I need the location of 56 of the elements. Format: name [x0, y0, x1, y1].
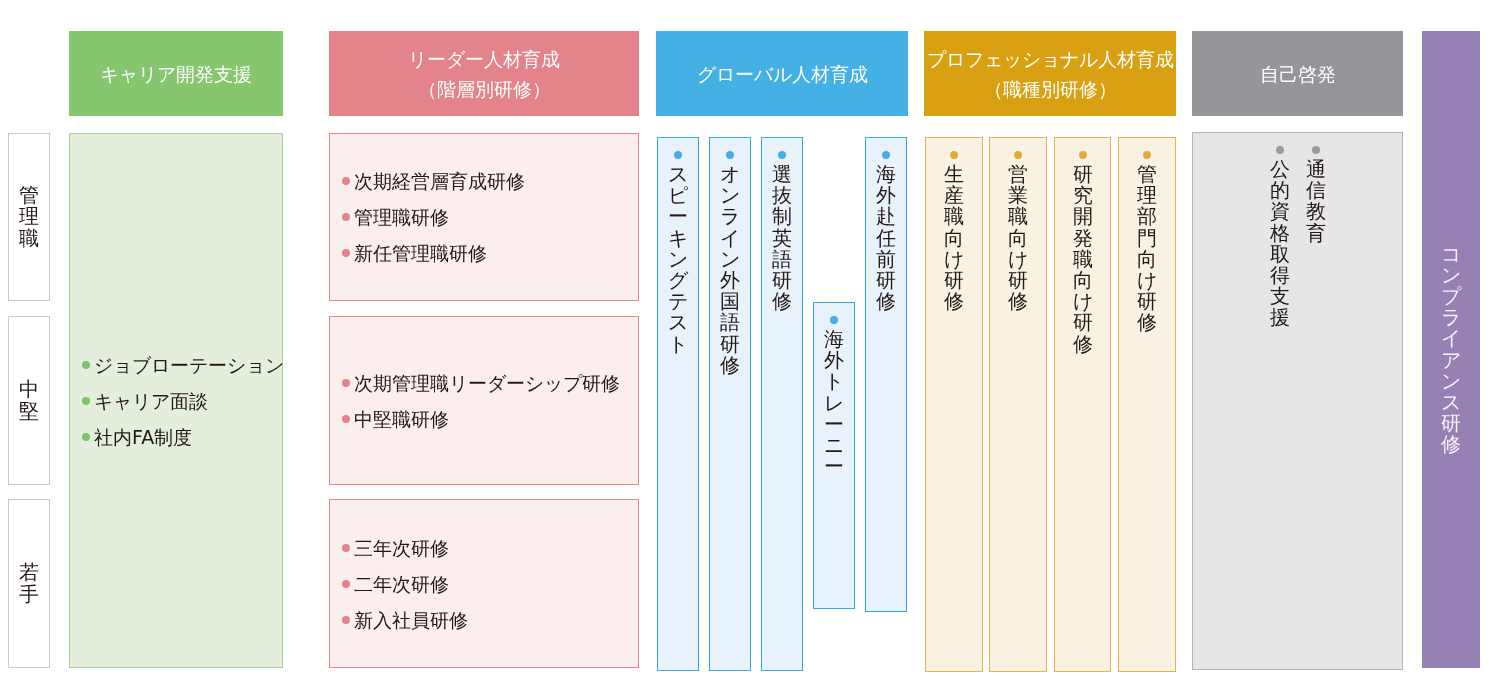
training-item: 次期管理職リーダーシップ研修	[354, 370, 620, 396]
training-item: 二年次研修	[354, 571, 449, 597]
training-column	[989, 137, 1047, 672]
training-item: キャリア面談	[94, 388, 208, 414]
header-title: グローバル人材育成	[696, 61, 868, 87]
training-column	[813, 302, 855, 609]
training-item: 新入社員研修	[354, 607, 468, 633]
category-header	[656, 31, 908, 116]
training-column	[657, 137, 699, 671]
training-item: 公的資格取得支援	[1269, 159, 1290, 329]
training-box	[69, 133, 283, 668]
training-item: 通信教育	[1305, 159, 1326, 244]
category-header	[329, 31, 639, 116]
category-header	[924, 31, 1176, 116]
training-item: スピーキングテスト	[668, 164, 688, 355]
training-column	[1054, 137, 1111, 672]
training-column	[925, 137, 983, 672]
category-header	[1192, 31, 1403, 116]
training-box	[329, 499, 639, 668]
training-item: 海外赴任前研修	[876, 164, 896, 313]
category-band	[1422, 31, 1480, 668]
training-item: 海外トレーニー	[824, 329, 844, 478]
level-label-box	[8, 133, 50, 301]
level-label: 管理職	[19, 185, 39, 249]
training-column	[1192, 132, 1403, 670]
training-item: オンライン外国語研修	[720, 164, 740, 376]
category-header	[69, 31, 283, 116]
header-subtitle: （職種別研修）	[983, 76, 1117, 102]
header-title: プロフェッショナル人材育成	[926, 46, 1174, 72]
training-box	[329, 316, 639, 485]
training-item: 管理職研修	[354, 205, 449, 230]
level-label: 中堅	[19, 379, 39, 422]
training-item: 選抜制英語研修	[772, 164, 792, 313]
level-label: 若手	[19, 562, 39, 605]
training-column	[1118, 137, 1176, 672]
header-title: キャリア開発支援	[100, 61, 252, 87]
training-item: 生産職向け研修	[944, 164, 964, 313]
level-label-box	[8, 499, 50, 668]
training-item: 次期経営層育成研修	[354, 169, 525, 194]
header-subtitle: （階層別研修）	[417, 76, 551, 102]
training-item: 三年次研修	[354, 535, 449, 561]
training-column	[761, 137, 803, 671]
level-label-box	[8, 316, 50, 485]
band-title: コンプライアンス研修	[1441, 243, 1461, 456]
training-item: 社内FA制度	[94, 424, 193, 450]
training-column	[709, 137, 751, 671]
training-item: 研究開発職向け研修	[1072, 164, 1093, 355]
training-item: ジョブローテーション	[94, 352, 284, 378]
training-item: 営業職向け研修	[1008, 164, 1028, 313]
header-title: リーダー人材育成	[408, 46, 560, 72]
header-title: 自己啓発	[1259, 61, 1336, 87]
training-item: 中堅職研修	[354, 406, 449, 432]
training-box	[329, 133, 639, 301]
training-item: 新任管理職研修	[354, 241, 487, 266]
training-item: 管理部門向け研修	[1137, 164, 1157, 334]
training-column	[865, 137, 907, 612]
